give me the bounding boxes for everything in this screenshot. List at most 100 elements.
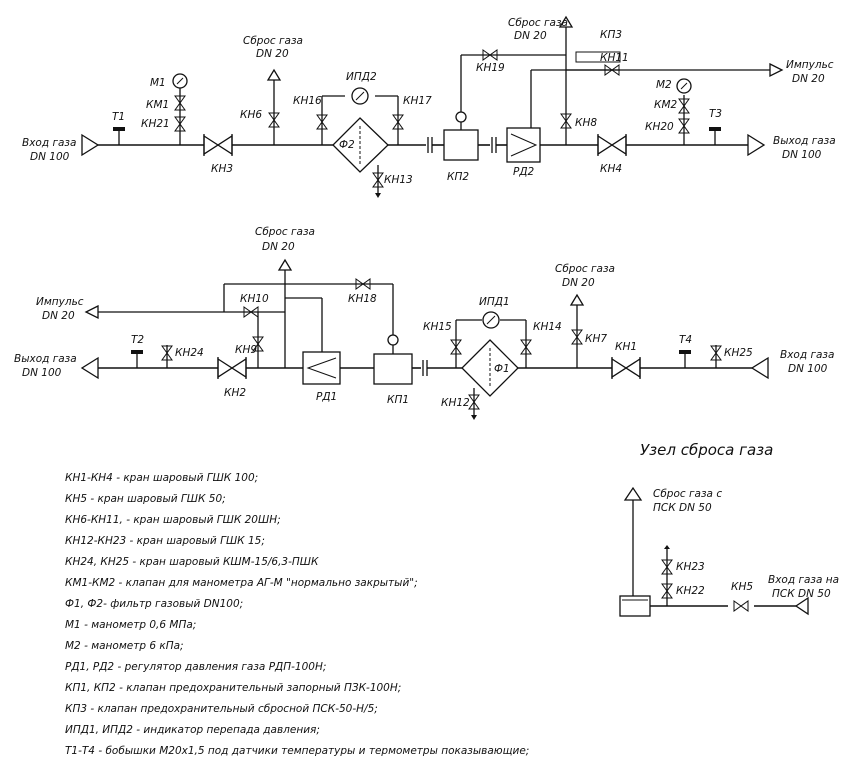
legend-line: М1 - манометр 0,6 МПа; [65,619,196,631]
kn24-label: КН24 [175,347,204,359]
ipd2-label: ИПД2 [346,71,377,83]
ipd2-indicator [351,87,369,105]
kn1-valve [611,356,641,380]
top-impulse-label: Импульс [786,59,834,71]
m2-gauge-branch [676,78,692,145]
vent-inlet-dn: ПСК DN 50 [772,588,831,600]
t2-boss [131,350,143,368]
legend-line: КП3 - клапан предохранительный сбросной … [65,703,378,715]
km1-label: КМ1 [146,99,169,111]
f2-filter [316,87,404,198]
kp2-valve [427,49,566,161]
legend-line: Т1-Т4 - бобышки М20х1,5 под датчики темп… [65,745,529,757]
kp3-vent-branch [558,15,621,145]
t1-boss [113,127,125,145]
t2-label: Т2 [131,334,144,346]
bottom-outlet-label: Выход газа [14,353,77,365]
bottom-impulse-label: Импульс [36,296,84,308]
kn5-label: КН5 [731,581,753,593]
bottom-vent-dn: DN 20 [262,241,295,253]
legend-line: КН12-КН23 - кран шаровый ГШК 15; [65,535,265,547]
ipd1-indicator [482,311,500,329]
legend-line: РД1, РД2 - регулятор давления газа РДП-1… [65,661,326,673]
bottom-outlet-dn: DN 100 [22,367,62,379]
bottom-outlet-arrow [80,356,99,380]
legend-line: Ф1, Ф2- фильтр газовый DN100; [65,598,243,610]
kn7-label: КН7 [585,333,607,345]
bottom-inlet-arrow [750,356,769,380]
vent-node-title: Узел сброса газа [640,441,773,459]
bottom-inlet-label: Вход газа [780,349,834,361]
m2-label: М2 [656,79,672,91]
vent-kn6-dn: DN 20 [256,48,289,60]
kn25-label: КН25 [724,347,753,359]
bottom-vent-branch [223,258,394,368]
legend-line: М2 - манометр 6 кПа; [65,640,184,652]
t1-label: Т1 [112,111,125,123]
vent-kn7-dn: DN 20 [562,277,595,289]
kn19-label: КН19 [476,62,505,74]
kp3-label: КП3 [600,29,622,41]
kn16-label: КН16 [293,95,322,107]
kp2-label: КП2 [447,171,469,183]
kn24-valve [161,345,173,368]
km2-label: КМ2 [654,99,678,111]
vent-kn7-label: Сброс газа [555,263,615,275]
vent-out-label: Сброс газа с [653,488,722,500]
bottom-vent-label: Сброс газа [255,226,315,238]
legend: КН1-КН4 - кран шаровый ГШК 100; КН5 - кр… [65,472,529,757]
kn17-label: КН17 [403,95,432,107]
psk-valve [619,595,651,617]
kn11-label: КН11 [600,52,629,64]
top-outlet-dn: DN 100 [782,149,822,161]
rd2-regulator [506,62,784,163]
kn6-label: КН6 [240,109,262,121]
vent-main-label: Сброс газа [508,17,568,29]
rd1-label: РД1 [316,391,337,403]
kp1-label: КП1 [387,394,409,406]
f1-filter [450,311,532,420]
kn4-label: КН4 [600,163,622,175]
legend-line: ИПД1, ИПД2 - индикатор перепада давления… [65,724,320,736]
vent-inlet-label: Вход газа на [768,574,839,586]
m1-label: М1 [150,77,166,89]
legend-line: КН5 - кран шаровый ГШК 50; [65,493,226,505]
vent-main-dn: DN 20 [514,30,547,42]
kn18-label: КН18 [348,293,377,305]
kn7-vent-branch [569,293,585,368]
f2-label: Ф2 [339,139,355,151]
top-impulse-dn: DN 20 [792,73,825,85]
kn2-label: КН2 [224,387,246,399]
rd2-label: РД2 [513,166,535,178]
kn22-label: КН22 [676,585,705,597]
rd1-regulator [302,351,341,385]
kn6-vent-branch [266,68,282,145]
legend-line: КН1-КН4 - кран шаровый ГШК 100; [65,472,258,484]
vent-node [619,486,809,617]
kn3-valve [203,133,233,157]
vent-kn6-label: Сброс газа [243,35,303,47]
ipd1-label: ИПД1 [479,296,510,308]
top-inlet-label: Вход газа [22,137,76,149]
t3-label: Т3 [709,108,722,120]
legend-line: КН24, КН25 - кран шаровый КШМ-15/6,3-ПШК [65,556,319,568]
kn3-label: КН3 [211,163,233,175]
top-line [81,15,784,198]
top-outlet-label: Выход газа [773,135,836,147]
kp1-valve [373,334,428,385]
kn13-label: КН13 [384,174,413,186]
m1-gauge-branch [172,73,188,145]
kn8-label: КН8 [575,117,597,129]
bottom-inlet-dn: DN 100 [788,363,828,375]
kn21-label: КН21 [141,118,170,130]
legend-line: КН6-КН11, - кран шаровый ГШК 20ШН; [65,514,281,526]
kn2-valve [217,356,247,380]
legend-line: КП1, КП2 - клапан предохранительный запо… [65,682,401,694]
top-inlet-dn: DN 100 [30,151,70,163]
top-outlet-arrow [747,133,766,157]
kn12-label: КН12 [441,397,470,409]
kn9-kn10-branch [84,304,285,368]
kn25-valve [710,345,722,368]
f1-label: Ф1 [494,363,510,375]
